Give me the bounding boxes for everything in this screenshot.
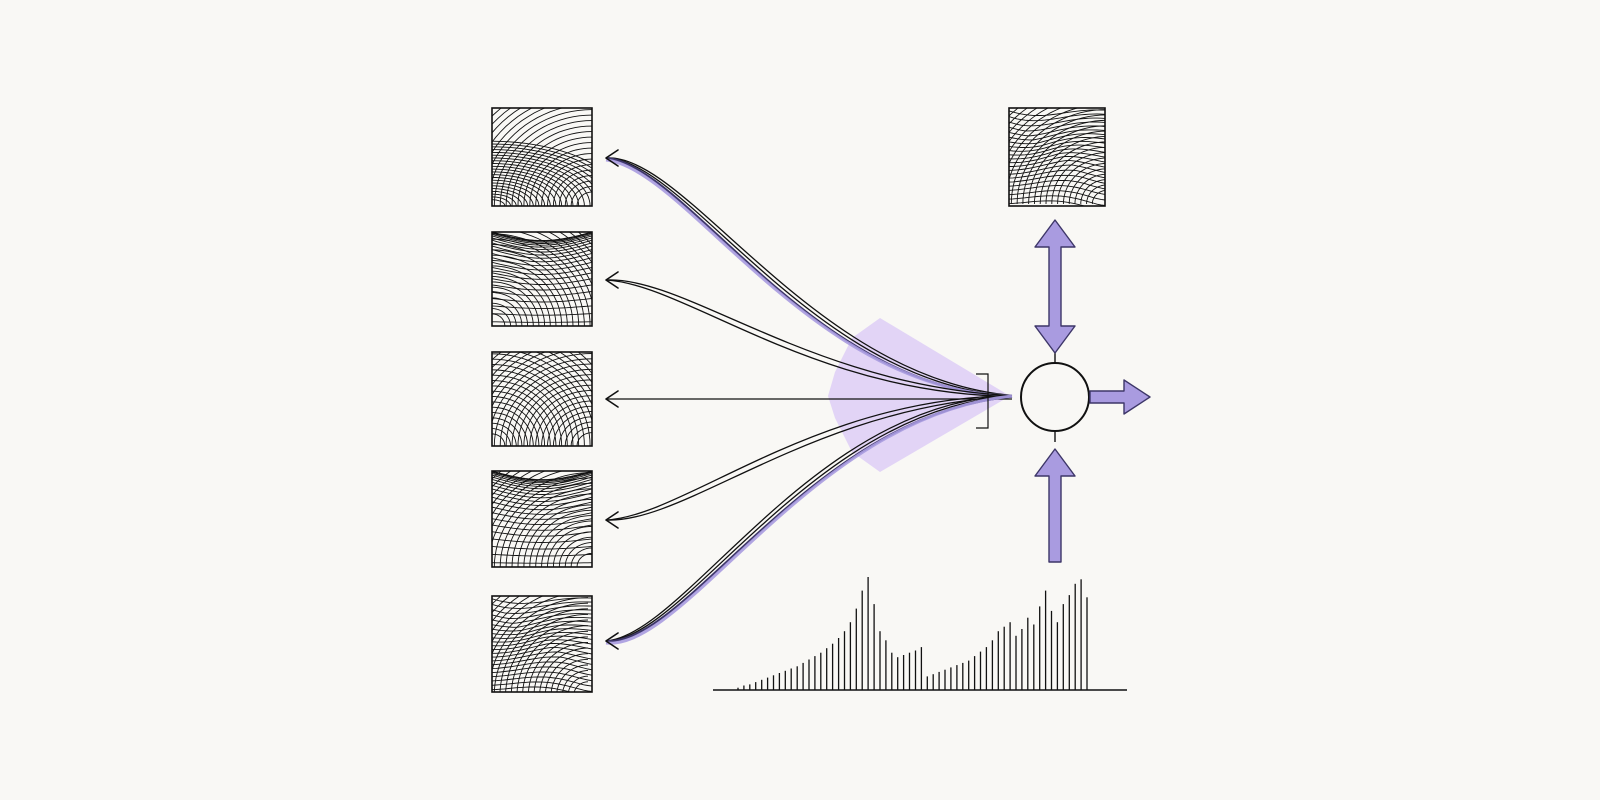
up-down-arrow-icon — [1034, 219, 1076, 354]
connection-curve-3 — [605, 390, 1012, 408]
warped-grid-panel-output — [1008, 107, 1106, 207]
warped-grid-panel-3 — [491, 351, 593, 447]
arrowhead-icon — [605, 271, 619, 289]
spectrum-plot — [713, 577, 1127, 691]
warped-grid-panel-4 — [491, 470, 593, 568]
right-arrow-icon — [1089, 379, 1151, 415]
connection-curves — [605, 149, 1013, 650]
warped-grid-panel-1 — [491, 107, 593, 207]
up-arrow-icon — [1034, 448, 1076, 563]
arrowhead-icon — [605, 511, 619, 529]
arrowhead-icon — [605, 632, 619, 650]
bracket-mark — [976, 373, 989, 429]
connection-curve-5 — [605, 394, 1013, 650]
arrowhead-icon — [605, 390, 619, 408]
warped-grid-panel-5 — [491, 595, 593, 693]
direction-arrows — [1034, 219, 1151, 563]
arrowhead-icon — [605, 149, 619, 167]
connection-curve-2 — [605, 271, 1013, 398]
connection-curve-1 — [605, 149, 1013, 398]
connection-curve-4 — [605, 394, 1013, 529]
warped-grid-panel-2 — [491, 231, 593, 327]
grid-panels — [491, 107, 1106, 693]
circle-node-icon — [1020, 362, 1090, 432]
